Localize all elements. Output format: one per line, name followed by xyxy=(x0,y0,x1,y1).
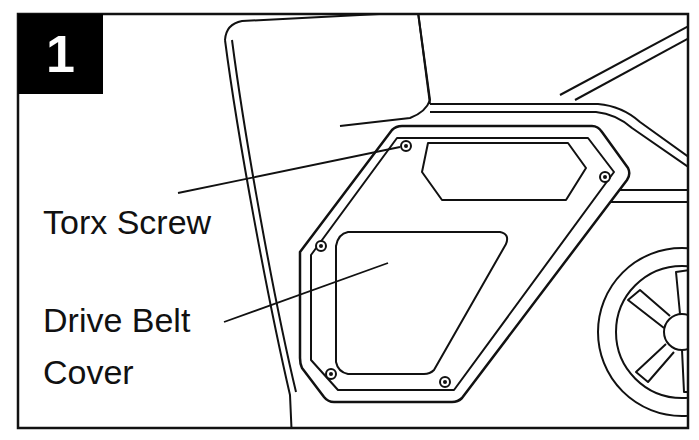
torx-screw xyxy=(316,141,610,387)
wheel xyxy=(598,248,688,416)
wheel-spoke xyxy=(636,344,674,382)
wheel-hub xyxy=(664,314,688,350)
chute xyxy=(418,14,430,104)
leader-line xyxy=(224,263,388,322)
step-number-box: 1 xyxy=(18,14,103,94)
wheel-rim xyxy=(616,266,688,398)
handle xyxy=(560,20,688,95)
housing-edge xyxy=(225,40,292,428)
part-label: Drive Belt Cover xyxy=(43,294,218,398)
handle xyxy=(575,32,688,100)
wheel-spoke xyxy=(628,290,670,328)
part-label: Torx Screw xyxy=(43,196,243,248)
leader-line xyxy=(178,147,400,193)
housing-edge xyxy=(232,40,296,392)
cover-inner-edge xyxy=(311,138,614,390)
step-number: 1 xyxy=(46,28,75,80)
cover-window xyxy=(422,143,586,200)
housing xyxy=(225,14,430,126)
cover-window xyxy=(336,232,507,374)
drive-belt-cover xyxy=(300,126,629,402)
torx-screw-center xyxy=(319,144,607,384)
wheel-spoke xyxy=(676,270,688,314)
housing-lower xyxy=(605,201,688,203)
figure-frame xyxy=(18,14,688,428)
housing-lower xyxy=(612,189,688,191)
